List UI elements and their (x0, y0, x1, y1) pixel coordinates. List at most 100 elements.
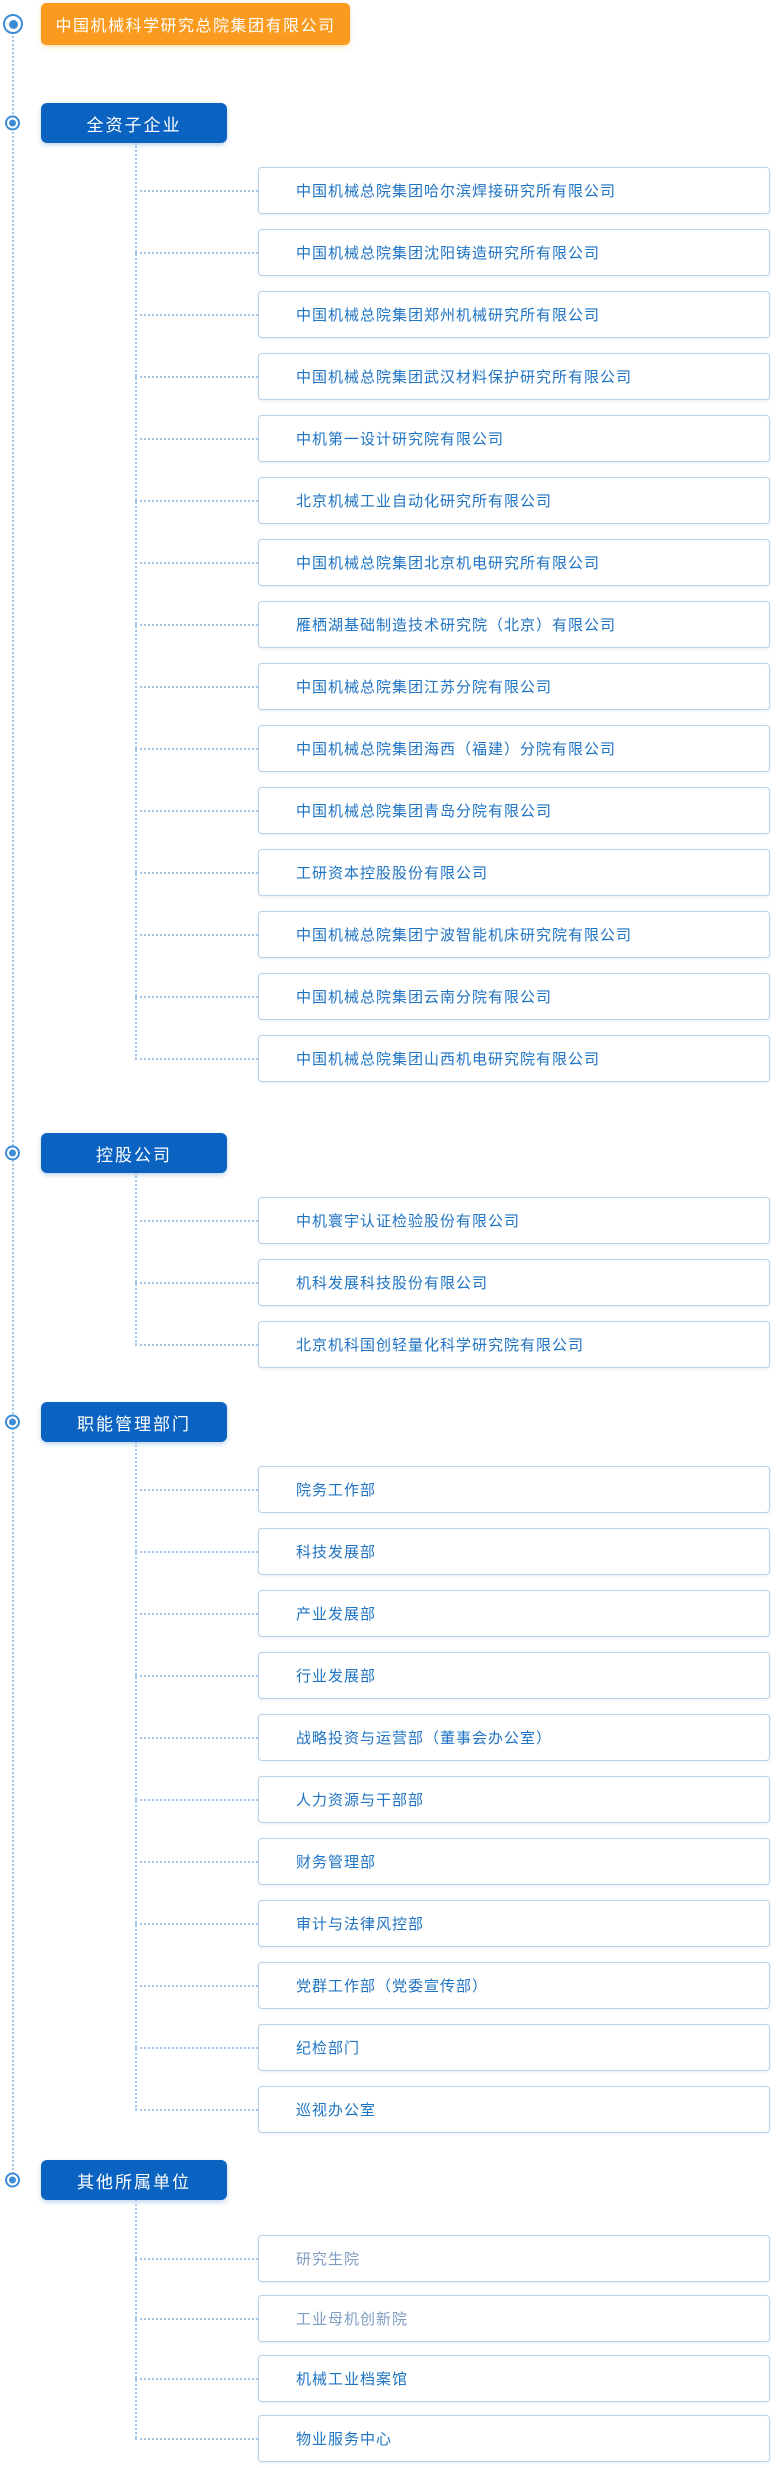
org-item-row: 产业发展部 (135, 1582, 779, 1644)
section-items: 研究生院 工业母机创新院 机械工业档案馆 物业服务中心 (135, 2200, 779, 2468)
org-item-row: 审计与法律风控部 (135, 1892, 779, 1954)
org-item-label: 纪检部门 (296, 2038, 361, 2057)
org-item-node: 中国机械总院集团哈尔滨焊接研究所有限公司 (258, 166, 770, 214)
org-item-node: 科技发展部 (258, 1527, 770, 1575)
org-item-node: 中国机械总院集团郑州机械研究所有限公司 (258, 290, 770, 338)
org-item-row: 中国机械总院集团武汉材料保护研究所有限公司 (135, 345, 779, 407)
section-items: 院务工作部 科技发展部 产业发展部 行业发展部 战略投资与运营部（董事会办公室）… (135, 1442, 779, 2140)
org-item-node: 中国机械总院集团宁波智能机床研究院有限公司 (258, 910, 770, 958)
org-item-row: 中国机械总院集团宁波智能机床研究院有限公司 (135, 903, 779, 965)
org-item-label: 中国机械总院集团宁波智能机床研究院有限公司 (296, 925, 633, 944)
org-item-row: 财务管理部 (135, 1830, 779, 1892)
org-item-label: 工研资本控股股份有限公司 (296, 863, 489, 882)
org-item-row: 中国机械总院集团海西（福建）分院有限公司 (135, 717, 779, 779)
org-item-node: 院务工作部 (258, 1465, 770, 1513)
org-item-node: 中国机械总院集团山西机电研究院有限公司 (258, 1034, 770, 1082)
org-item-label: 中国机械总院集团武汉材料保护研究所有限公司 (296, 367, 633, 386)
org-item-node: 巡视办公室 (258, 2085, 770, 2133)
org-item-label: 北京机科国创轻量化科学研究院有限公司 (296, 1335, 585, 1354)
org-item-node: 物业服务中心 (258, 2414, 770, 2462)
org-section: 职能管理部门 院务工作部 科技发展部 产业发展部 行业发展部 战略投资与运营部（… (0, 1402, 779, 2140)
section-header-node: 控股公司 (41, 1133, 227, 1173)
org-item-node: 中机第一设计研究院有限公司 (258, 414, 770, 462)
org-item-node: 战略投资与运营部（董事会办公室） (258, 1713, 770, 1761)
root-row: 中国机械科学研究总院集团有限公司 (0, 3, 779, 45)
org-item-row: 中国机械总院集团哈尔滨焊接研究所有限公司 (135, 159, 779, 221)
org-item-node: 机械工业档案馆 (258, 2354, 770, 2402)
org-section: 全资子企业 中国机械总院集团哈尔滨焊接研究所有限公司 中国机械总院集团沈阳铸造研… (0, 103, 779, 1089)
org-item-label: 党群工作部（党委宣传部） (296, 1976, 489, 1995)
org-section: 其他所属单位 研究生院 工业母机创新院 机械工业档案馆 物业服务中心 (0, 2160, 779, 2468)
org-item-label: 中国机械总院集团海西（福建）分院有限公司 (296, 739, 617, 758)
org-item-row: 物业服务中心 (135, 2408, 779, 2468)
section-header-node: 其他所属单位 (41, 2160, 227, 2200)
org-item-node: 研究生院 (258, 2234, 770, 2282)
section-label: 全资子企业 (86, 115, 182, 136)
org-item-label: 中国机械总院集团江苏分院有限公司 (296, 677, 553, 696)
section-label: 其他所属单位 (77, 2172, 191, 2193)
section-items: 中机寰宇认证检验股份有限公司 机科发展科技股份有限公司 北京机科国创轻量化科学研… (135, 1173, 779, 1375)
org-item-label: 人力资源与干部部 (296, 1790, 425, 1809)
org-item-node: 中国机械总院集团海西（福建）分院有限公司 (258, 724, 770, 772)
org-item-row: 工业母机创新院 (135, 2288, 779, 2348)
org-item-node: 北京机科国创轻量化科学研究院有限公司 (258, 1320, 770, 1368)
section-header-node: 全资子企业 (41, 103, 227, 143)
root-node: 中国机械科学研究总院集团有限公司 (41, 3, 350, 45)
section-bullet-icon (5, 2172, 20, 2188)
org-item-node: 中国机械总院集团武汉材料保护研究所有限公司 (258, 352, 770, 400)
org-item-node: 行业发展部 (258, 1651, 770, 1699)
org-item-row: 工研资本控股股份有限公司 (135, 841, 779, 903)
org-item-row: 院务工作部 (135, 1458, 779, 1520)
section-label: 职能管理部门 (77, 1414, 191, 1435)
org-item-label: 院务工作部 (296, 1480, 377, 1499)
org-item-node: 中国机械总院集团云南分院有限公司 (258, 972, 770, 1020)
org-item-label: 审计与法律风控部 (296, 1914, 425, 1933)
org-item-row: 中国机械总院集团沈阳铸造研究所有限公司 (135, 221, 779, 283)
org-item-label: 战略投资与运营部（董事会办公室） (296, 1728, 553, 1747)
org-item-node: 中国机械总院集团沈阳铸造研究所有限公司 (258, 228, 770, 276)
org-item-node: 中国机械总院集团青岛分院有限公司 (258, 786, 770, 834)
org-item-label: 中国机械总院集团郑州机械研究所有限公司 (296, 305, 601, 324)
org-section: 控股公司 中机寰宇认证检验股份有限公司 机科发展科技股份有限公司 北京机科国创轻… (0, 1133, 779, 1375)
org-item-row: 机科发展科技股份有限公司 (135, 1251, 779, 1313)
org-item-label: 北京机械工业自动化研究所有限公司 (296, 491, 553, 510)
org-item-node: 党群工作部（党委宣传部） (258, 1961, 770, 2009)
section-label: 控股公司 (96, 1145, 172, 1166)
root-bullet-icon (3, 14, 23, 34)
org-item-node: 中国机械总院集团北京机电研究所有限公司 (258, 538, 770, 586)
org-item-row: 中机第一设计研究院有限公司 (135, 407, 779, 469)
org-item-row: 机械工业档案馆 (135, 2348, 779, 2408)
main-connector-line (12, 36, 14, 2182)
org-item-label: 财务管理部 (296, 1852, 377, 1871)
org-item-row: 中国机械总院集团云南分院有限公司 (135, 965, 779, 1027)
section-bullet-icon (5, 115, 20, 131)
org-item-node: 审计与法律风控部 (258, 1899, 770, 1947)
org-item-row: 中国机械总院集团郑州机械研究所有限公司 (135, 283, 779, 345)
org-item-label: 中机寰宇认证检验股份有限公司 (296, 1211, 521, 1230)
org-item-node: 财务管理部 (258, 1837, 770, 1885)
org-item-row: 巡视办公室 (135, 2078, 779, 2140)
section-header-row: 控股公司 (0, 1133, 779, 1173)
org-item-label: 行业发展部 (296, 1666, 377, 1685)
org-item-label: 中国机械总院集团青岛分院有限公司 (296, 801, 553, 820)
section-header-row: 其他所属单位 (0, 2160, 779, 2200)
root-title: 中国机械科学研究总院集团有限公司 (55, 16, 336, 35)
org-chart-sections: 全资子企业 中国机械总院集团哈尔滨焊接研究所有限公司 中国机械总院集团沈阳铸造研… (0, 103, 779, 2468)
org-item-row: 战略投资与运营部（董事会办公室） (135, 1706, 779, 1768)
org-item-row: 行业发展部 (135, 1644, 779, 1706)
org-item-row: 中机寰宇认证检验股份有限公司 (135, 1189, 779, 1251)
org-item-label: 研究生院 (296, 2249, 361, 2268)
org-item-label: 机科发展科技股份有限公司 (296, 1273, 489, 1292)
section-header-node: 职能管理部门 (41, 1402, 227, 1442)
org-item-label: 工业母机创新院 (296, 2309, 409, 2328)
org-item-node: 人力资源与干部部 (258, 1775, 770, 1823)
org-item-label: 雁栖湖基础制造技术研究院（北京）有限公司 (296, 615, 617, 634)
section-bullet-icon (5, 1145, 20, 1161)
org-item-node: 中机寰宇认证检验股份有限公司 (258, 1196, 770, 1244)
org-item-row: 研究生院 (135, 2228, 779, 2288)
org-item-row: 纪检部门 (135, 2016, 779, 2078)
org-item-label: 机械工业档案馆 (296, 2369, 409, 2388)
org-item-row: 党群工作部（党委宣传部） (135, 1954, 779, 2016)
section-header-row: 全资子企业 (0, 103, 779, 143)
